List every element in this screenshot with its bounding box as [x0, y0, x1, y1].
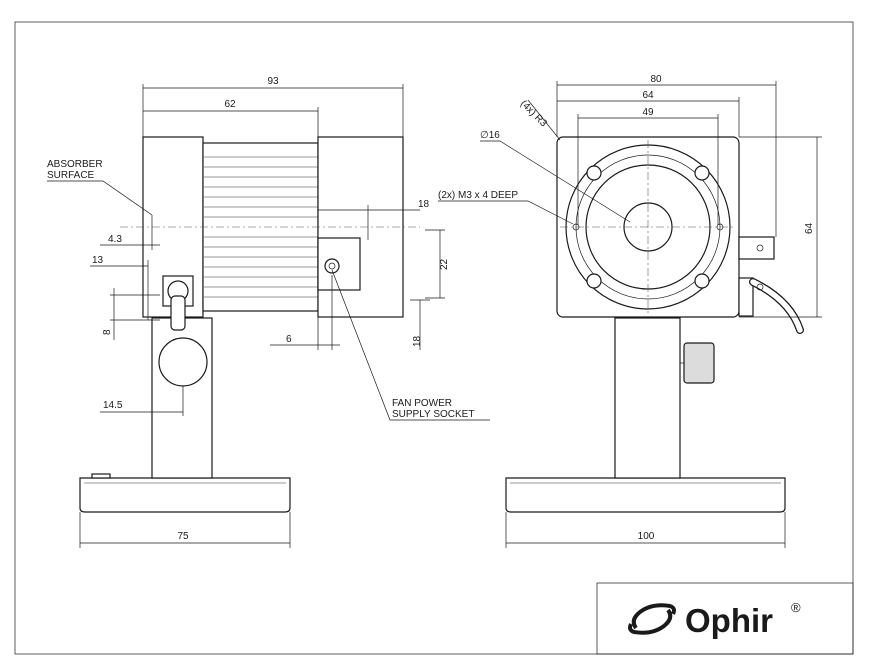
dim-6: 6 — [286, 334, 292, 345]
radius-note: (4x) R3 — [518, 98, 549, 129]
screw-bottom-left — [586, 273, 602, 289]
absorber-leader — [47, 180, 153, 216]
dim-93: 93 — [267, 76, 279, 87]
fan-label-2: SUPPLY SOCKET — [392, 409, 474, 420]
registered-mark: ® — [791, 600, 801, 615]
thread-leader — [438, 200, 574, 225]
front-post — [614, 317, 681, 479]
screw-bottom-right — [694, 273, 710, 289]
dim-64-width: 64 — [642, 90, 654, 101]
dim-14-5: 14.5 — [103, 400, 123, 411]
title-block: Ophir ® — [596, 582, 854, 655]
dim-75: 75 — [177, 531, 189, 542]
ophir-logo-icon — [628, 603, 676, 635]
title-block-frame — [596, 582, 854, 655]
front-lock-knob — [683, 342, 715, 384]
diameter-leader — [480, 140, 631, 223]
screw-top-left — [586, 165, 602, 181]
side-base — [79, 477, 291, 513]
dim-22: 22 — [439, 258, 450, 270]
front-bracket — [738, 236, 775, 260]
front-cable — [749, 278, 804, 334]
dim-13: 13 — [92, 255, 104, 266]
dim-49: 49 — [642, 107, 654, 118]
drawing-border — [14, 21, 854, 655]
dim-62: 62 — [224, 99, 236, 110]
absorber-label-2: SURFACE — [47, 170, 95, 181]
dim-18-top: 18 — [418, 199, 430, 210]
dim-8: 8 — [102, 329, 113, 335]
screw-top-right — [694, 165, 710, 181]
heatsink-fins — [203, 156, 318, 298]
dim-80: 80 — [650, 74, 662, 85]
dim-18-bottom: 18 — [412, 335, 423, 347]
fan-leader — [331, 269, 490, 421]
side-view: 93 62 18 4.3 13 22 8 6 18 — [47, 76, 490, 548]
front-view: 80 64 49 64 100 (4x) R3 ∅16 (2x) M3 x 4 … — [438, 74, 822, 548]
brand-name: Ophir — [685, 602, 773, 639]
side-post-clamp — [158, 337, 208, 387]
fan-socket-icon — [324, 258, 340, 274]
dim-64-height: 64 — [804, 222, 815, 234]
diameter-note: ∅16 — [480, 130, 500, 141]
absorber-label-1: ABSORBER — [47, 159, 103, 170]
side-lock-handle — [170, 295, 186, 331]
thread-note: (2x) M3 x 4 DEEP — [438, 190, 518, 201]
dim-4-3: 4.3 — [108, 234, 122, 245]
front-cable-gland — [738, 277, 754, 317]
fan-label-1: FAN POWER — [392, 398, 452, 409]
front-base — [505, 477, 786, 513]
thread-hole-right — [716, 223, 724, 231]
dim-100: 100 — [638, 531, 655, 542]
side-base-foot — [91, 473, 111, 479]
thread-hole-left — [572, 223, 580, 231]
